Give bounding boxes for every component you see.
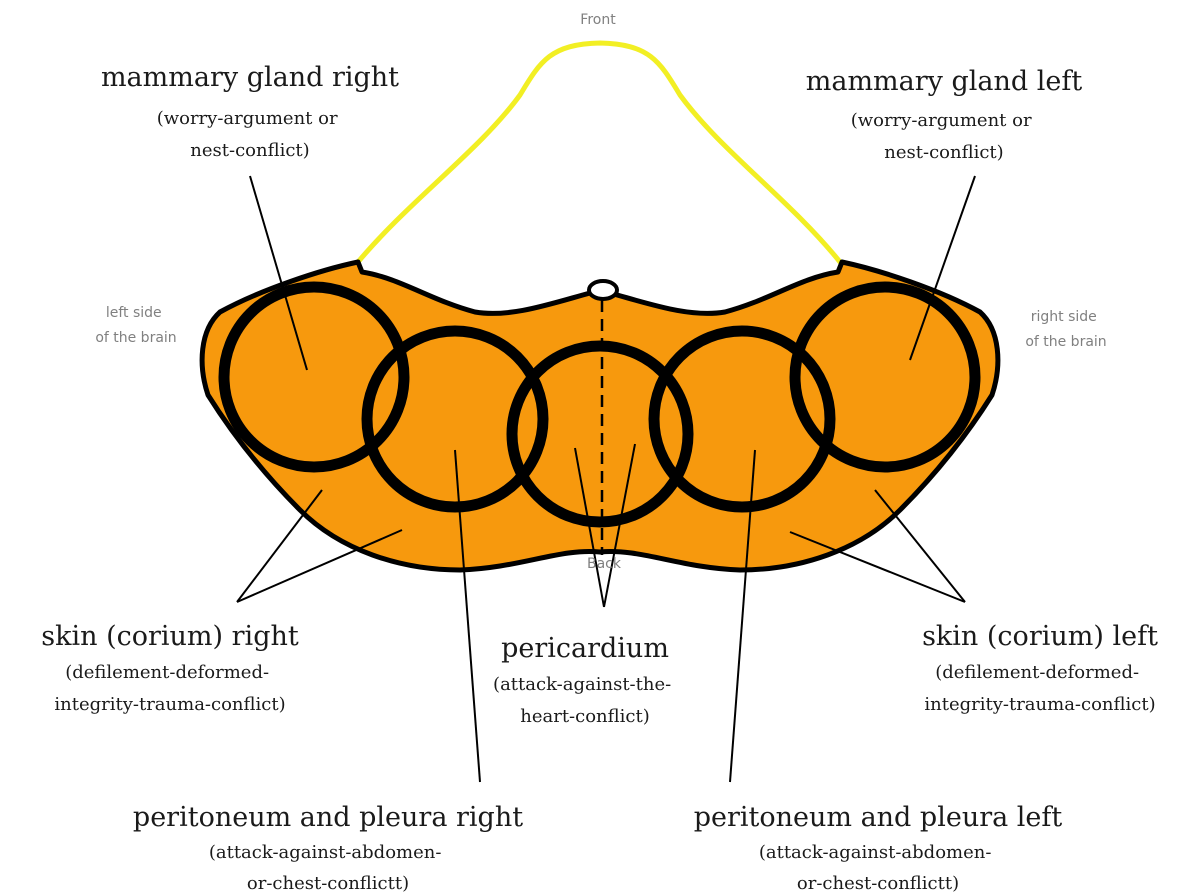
leader-skin-left-b xyxy=(790,532,965,602)
skin-left-title: skin (corium) left xyxy=(922,621,1158,652)
left-side-label: left side of the brain xyxy=(95,305,176,346)
front-label: Front xyxy=(580,12,616,28)
peritoneum-left-title: peritoneum and pleura left xyxy=(694,802,1063,833)
skin-right-title: skin (corium) right xyxy=(41,621,299,652)
mammary-left-sub: (worry-argument or nest-conflict) xyxy=(851,110,1038,163)
mammary-right-title: mammary gland right xyxy=(101,62,399,93)
leader-skin-right-a xyxy=(237,490,322,602)
skin-left-sub: (defilement-deformed- integrity-trauma-c… xyxy=(924,662,1155,715)
label-peritoneum-left: peritoneum and pleura left (attack-again… xyxy=(694,802,1063,894)
pericardium-title: pericardium xyxy=(501,633,669,664)
peritoneum-left-sub: (attack-against-abdomen- or-chest-confli… xyxy=(759,842,997,894)
pericardium-sub: (attack-against-the- heart-conflict) xyxy=(493,674,677,727)
back-label: Back xyxy=(587,556,622,572)
label-mammary-gland-right: mammary gland right (worry-argument or n… xyxy=(101,62,399,161)
label-pericardium: pericardium (attack-against-the- heart-c… xyxy=(493,633,677,727)
peritoneum-right-sub: (attack-against-abdomen- or-chest-confli… xyxy=(209,842,447,894)
label-skin-left: skin (corium) left (defilement-deformed-… xyxy=(922,621,1158,715)
mammary-left-title: mammary gland left xyxy=(806,66,1083,97)
label-skin-right: skin (corium) right (defilement-deformed… xyxy=(41,621,299,715)
label-mammary-gland-left: mammary gland left (worry-argument or ne… xyxy=(806,66,1083,163)
brain-knob xyxy=(589,281,617,299)
peritoneum-right-title: peritoneum and pleura right xyxy=(133,802,523,833)
front-outline xyxy=(358,43,840,262)
mammary-right-sub: (worry-argument or nest-conflict) xyxy=(157,108,344,161)
leader-skin-left-a xyxy=(875,490,965,602)
label-peritoneum-right: peritoneum and pleura right (attack-agai… xyxy=(133,802,523,894)
right-side-label: right side of the brain xyxy=(1025,309,1106,350)
leader-skin-right-b xyxy=(237,530,402,602)
skin-right-sub: (defilement-deformed- integrity-trauma-c… xyxy=(54,662,285,715)
